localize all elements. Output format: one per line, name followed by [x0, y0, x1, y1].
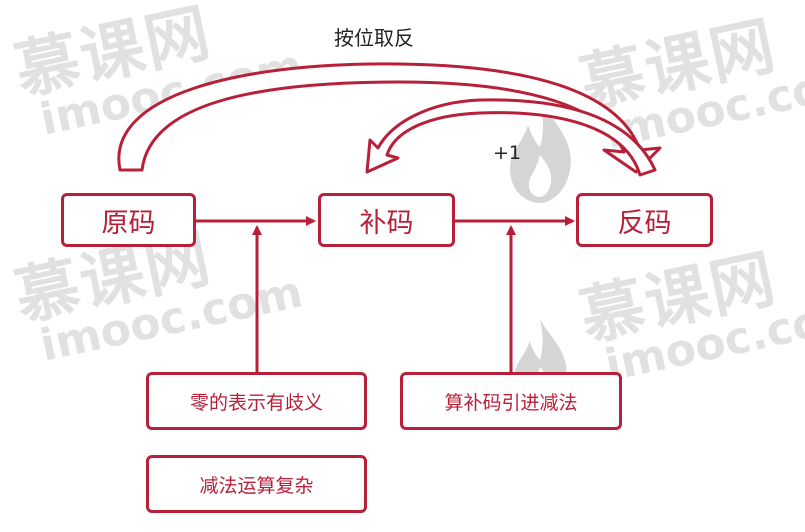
plus-one-curved-arrow: [365, 98, 657, 177]
node-inverse: 反码: [576, 193, 713, 247]
plus-one-label: +1: [493, 142, 522, 164]
node-complement: 补码: [318, 193, 455, 247]
note-zero-ambiguity: 零的表示有歧义: [146, 372, 367, 430]
note-subtraction-complex: 减法运算复杂: [146, 455, 367, 513]
note-complement-subtraction: 算补码引进减法: [400, 372, 622, 430]
node-original: 原码: [61, 193, 196, 247]
invert-label: 按位取反: [334, 26, 414, 50]
